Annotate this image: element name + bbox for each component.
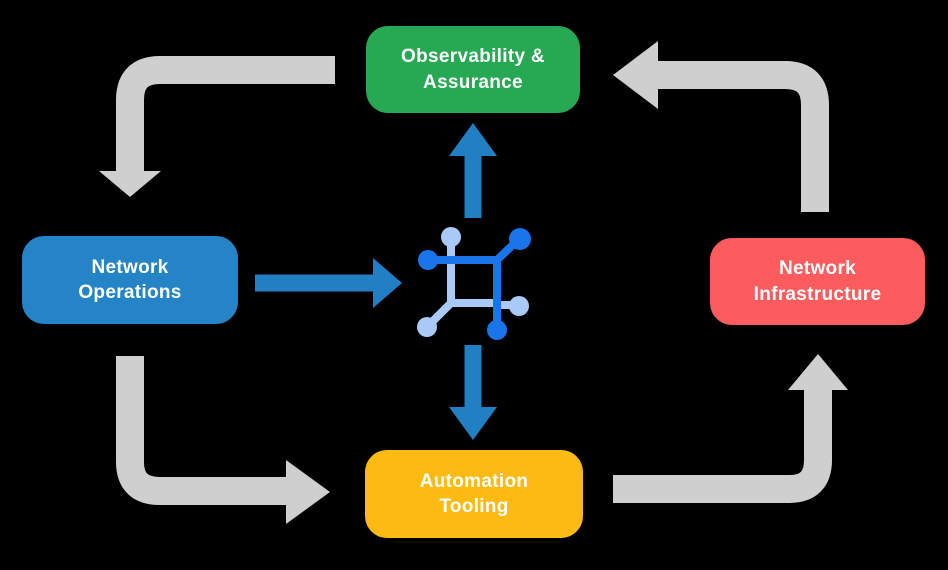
node-infrastructure-label: Network Infrastructure <box>753 258 882 305</box>
arrow-center-to-automation <box>449 345 497 440</box>
node-observability-label: Observability & Assurance <box>401 46 545 93</box>
node-observability-assurance: Observability & Assurance <box>366 26 580 113</box>
arrow-center-to-observability <box>449 123 497 218</box>
node-automation-label: Automation Tooling <box>419 470 529 517</box>
node-operations-label: Network Operations <box>78 256 182 303</box>
node-network-operations: Network Operations <box>22 236 238 324</box>
network-topology-icon <box>417 227 531 340</box>
arrow-automation-to-infrastructure <box>613 354 848 503</box>
arrow-operations-to-center <box>255 258 402 308</box>
arrow-infrastructure-to-observability <box>613 41 829 212</box>
node-network-infrastructure: Network Infrastructure <box>710 238 925 325</box>
node-automation-tooling: Automation Tooling <box>365 450 583 538</box>
arrow-operations-to-automation <box>116 356 330 524</box>
arrow-observability-to-operations <box>99 56 335 197</box>
